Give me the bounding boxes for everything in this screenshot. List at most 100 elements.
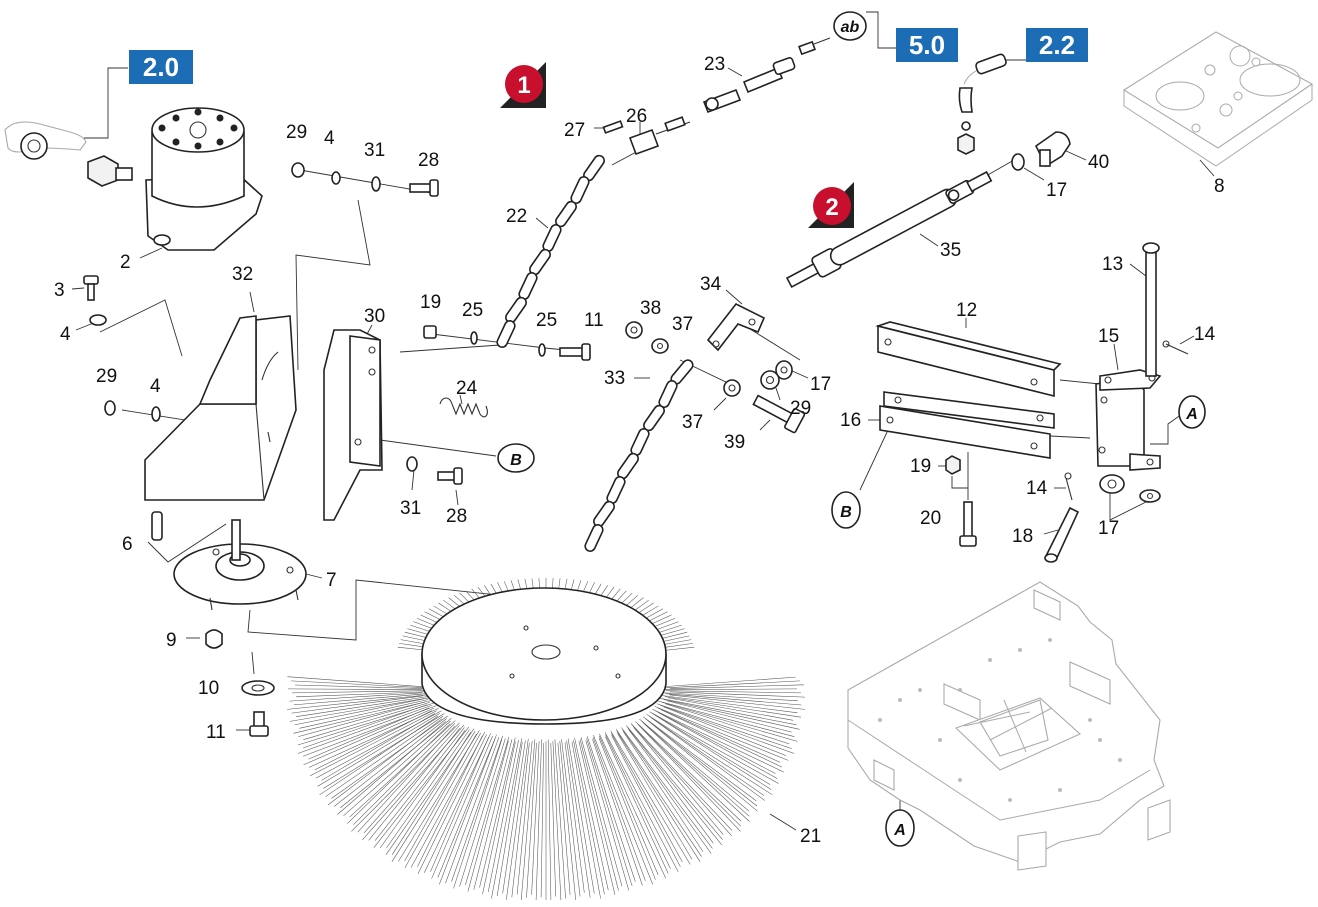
part-number: 17	[1046, 180, 1067, 201]
part-number: 40	[1088, 152, 1109, 173]
bristle	[289, 692, 423, 702]
bristle	[652, 708, 784, 773]
part-number: 15	[1098, 326, 1119, 347]
chain-lower	[584, 359, 694, 552]
bristle	[661, 643, 693, 649]
part-number: 25	[462, 300, 483, 321]
bristle	[611, 734, 681, 867]
bristle	[657, 707, 781, 763]
bristle	[622, 731, 704, 852]
section-ref-2-0[interactable]: 2.0	[129, 50, 193, 84]
bristle	[391, 731, 476, 862]
bristle	[574, 737, 609, 891]
part-number: 2	[120, 252, 131, 273]
part-number: 32	[232, 264, 253, 285]
bristle	[491, 738, 523, 899]
bristle	[585, 740, 630, 891]
part-number: 28	[418, 150, 439, 171]
bristle	[550, 743, 556, 897]
bristle	[567, 738, 595, 894]
bristle	[617, 733, 693, 860]
bristle	[621, 727, 713, 849]
bristle	[630, 723, 733, 831]
part-number: 4	[324, 128, 335, 149]
bristle	[586, 738, 633, 886]
part-number: 4	[60, 324, 71, 345]
section-ref-label: 2.0	[143, 52, 179, 82]
bristle	[315, 710, 442, 779]
hardware-cluster	[625, 321, 806, 434]
bristle	[487, 739, 519, 893]
bristle	[669, 691, 805, 698]
callout-A-right: A	[1178, 395, 1206, 429]
tension-spring	[439, 397, 488, 418]
bristle	[496, 742, 523, 897]
bristle	[424, 733, 491, 873]
bristle	[643, 716, 757, 802]
bristle	[520, 739, 536, 901]
bristle	[516, 740, 533, 895]
bristle	[297, 702, 435, 746]
bristle	[665, 703, 790, 745]
bristle	[531, 741, 540, 895]
bristle	[297, 705, 432, 754]
bristle	[659, 698, 797, 726]
callout-B-lower: B	[831, 491, 861, 529]
bristle	[579, 739, 619, 891]
bristle	[404, 733, 477, 862]
bristle	[291, 680, 427, 689]
part-number: 14	[1026, 478, 1048, 499]
bristle	[622, 729, 712, 854]
bristle	[649, 711, 779, 784]
bristle	[291, 690, 427, 694]
section-ref-5-0[interactable]: 5.0	[896, 28, 958, 62]
bristle	[635, 721, 742, 822]
section-ref-2-2[interactable]: 2.2	[1026, 28, 1088, 62]
chain-bracket	[706, 302, 766, 352]
bristle	[636, 723, 741, 827]
part-number: 6	[122, 534, 133, 555]
part-number: 17	[810, 374, 831, 395]
bristle	[573, 739, 605, 895]
bristle	[398, 730, 480, 862]
bristle	[665, 680, 800, 689]
bristle	[660, 705, 795, 754]
bristle	[554, 739, 566, 899]
part-number: 33	[604, 368, 625, 389]
bristle	[552, 741, 562, 901]
bristle	[459, 738, 506, 887]
part-number: 19	[420, 292, 441, 313]
part-number: 8	[1214, 176, 1225, 197]
part-number: 10	[198, 678, 219, 699]
part-number: 19	[910, 456, 931, 477]
bristle	[439, 738, 496, 885]
bristle	[616, 731, 701, 862]
hinge-pin	[1142, 242, 1160, 377]
part-number: 26	[626, 106, 647, 127]
cable-assembly	[602, 37, 831, 156]
bristle	[363, 725, 460, 834]
bristle	[347, 723, 451, 824]
bristle	[353, 723, 456, 825]
bolt-3	[83, 275, 107, 326]
bristle	[662, 702, 798, 742]
bristle	[611, 732, 683, 863]
part-number: 27	[564, 120, 585, 141]
section-ref-label: 2.2	[1039, 30, 1075, 60]
washers-left	[104, 400, 161, 422]
bristle	[289, 697, 432, 722]
bristle	[604, 732, 679, 872]
hardware-middle-row	[423, 325, 591, 361]
bristle	[571, 741, 601, 899]
bristle	[374, 727, 465, 841]
bristle	[417, 734, 487, 874]
plate-lower	[879, 391, 1055, 459]
part-number: 3	[54, 280, 65, 301]
hose-fitting-left	[4, 121, 133, 187]
cotter-pin-top	[1162, 340, 1189, 355]
callout-B-label: B	[840, 504, 852, 521]
bristle	[340, 718, 452, 809]
bristle	[295, 684, 431, 690]
bristle	[599, 735, 659, 876]
bristle	[317, 713, 440, 787]
